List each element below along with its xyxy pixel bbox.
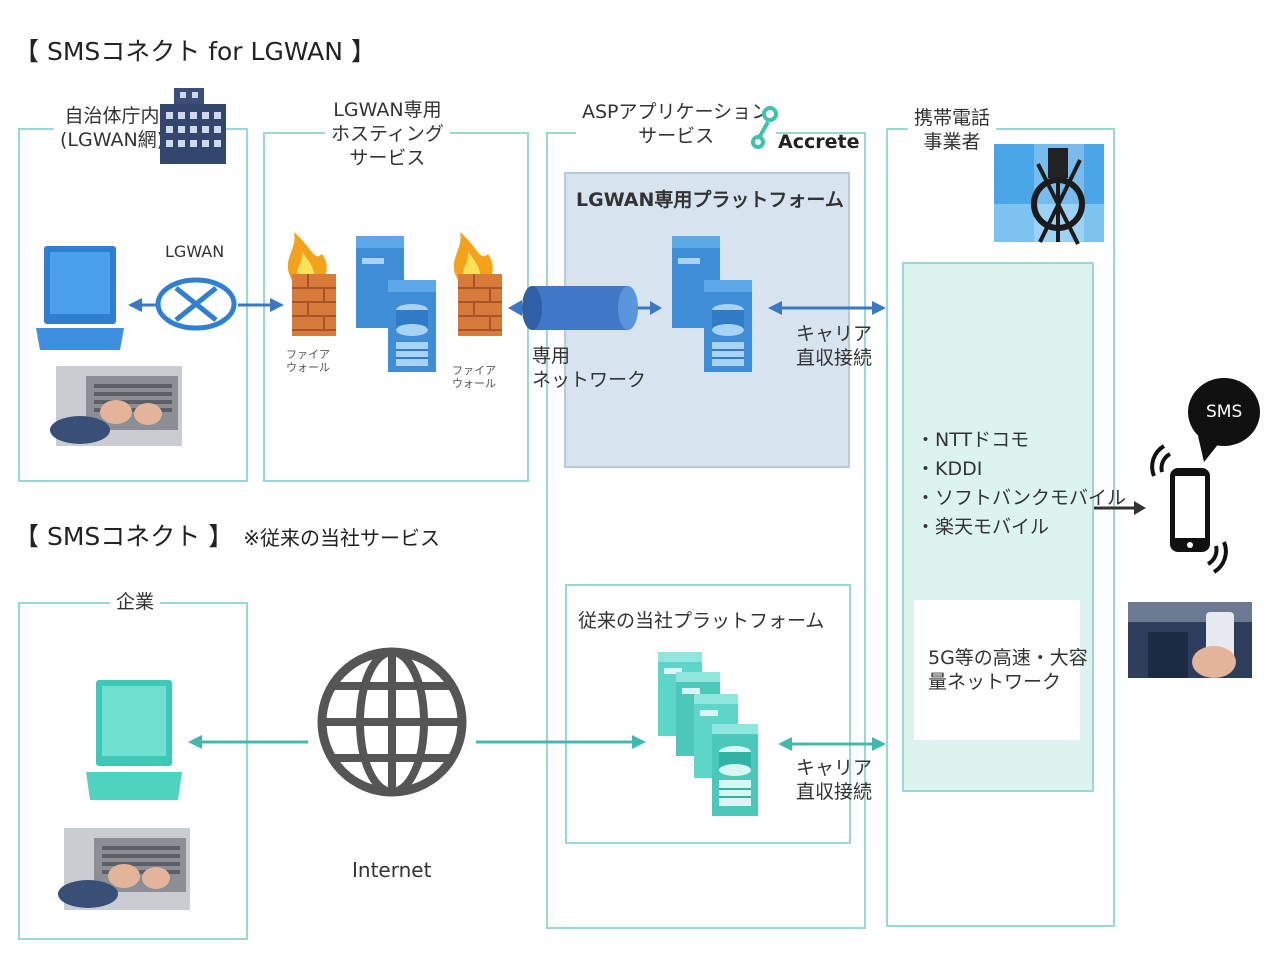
server-icon	[672, 236, 752, 372]
smartphone-icon	[1150, 444, 1228, 574]
firewall-icon	[287, 232, 336, 336]
lgwan-link-label: LGWAN	[165, 242, 225, 261]
carrier-label: 携帯電話 事業者	[908, 106, 997, 154]
pipe-icon	[508, 286, 662, 330]
asp-label: ASPアプリケーション サービス	[576, 100, 777, 148]
smartphone-user-photo	[1128, 602, 1252, 678]
carrier-item: KDDI	[916, 455, 1126, 484]
carrier-item: 楽天モバイル	[916, 513, 1126, 542]
internet-to-platform-arrow	[476, 735, 646, 749]
typing-photo	[58, 828, 190, 910]
globe-icon	[317, 647, 467, 797]
server-icon	[356, 236, 436, 372]
conventional-note: ※従来の当社サービス	[243, 526, 440, 550]
firewall-icon	[453, 232, 502, 336]
conventional-title-text: 【 SMSコネクト 】	[14, 522, 234, 551]
network-note-box	[914, 600, 1080, 740]
carrier-connection-label-1: キャリア 直収接続	[796, 323, 873, 369]
dedicated-network-label: 専用 ネットワーク	[532, 345, 647, 391]
carrier-connection-label-2: キャリア 直収接続	[796, 757, 873, 803]
lgwan-platform-label: LGWAN専用プラットフォーム	[576, 189, 844, 211]
bubble-text: SMS	[1206, 402, 1243, 422]
internet-label: Internet	[352, 858, 432, 882]
carrier-item: ソフトバンクモバイル	[916, 484, 1126, 513]
accrete-logo-text: Accrete	[778, 131, 860, 153]
accrete-logo-icon	[751, 106, 778, 149]
sms-delivery-arrow	[1094, 501, 1146, 515]
laptop-icon	[86, 680, 182, 800]
firewall-label-1: ファイア ウォール	[286, 348, 330, 374]
speech-bubble-icon	[1188, 378, 1260, 462]
carrier-connection-arrow	[778, 737, 886, 751]
network-note: 5G等の高速・大容 量ネットワーク	[928, 647, 1088, 693]
conventional-platform-label: 従来の当社プラットフォーム	[578, 610, 825, 632]
enterprise-label: 企業	[110, 590, 161, 614]
internet-to-enterprise-arrow	[188, 735, 308, 749]
carrier-item: NTTドコモ	[916, 426, 1126, 455]
router-icon	[155, 277, 237, 331]
conventional-platform-box	[565, 584, 851, 844]
laptop-icon	[36, 246, 124, 350]
hosting-label: LGWAN専用 ホスティング サービス	[325, 98, 450, 170]
conventional-section-title: 【 SMSコネクト 】 ※従来の当社サービス	[14, 517, 440, 553]
building-icon	[160, 88, 226, 164]
carrier-list: NTTドコモ KDDI ソフトバンクモバイル 楽天モバイル	[916, 426, 1126, 542]
lgwan-section-title: 【 SMSコネクト for LGWAN 】	[14, 37, 376, 66]
firewall-label-2: ファイア ウォール	[452, 364, 496, 390]
carrier-connection-arrow	[768, 301, 886, 315]
typing-photo	[50, 366, 182, 446]
cell-tower-photo	[994, 144, 1104, 245]
lgwan-link-arrows	[128, 298, 284, 312]
municipality-label: 自治体庁内 (LGWAN網)	[54, 104, 171, 152]
server-icon	[658, 652, 758, 816]
